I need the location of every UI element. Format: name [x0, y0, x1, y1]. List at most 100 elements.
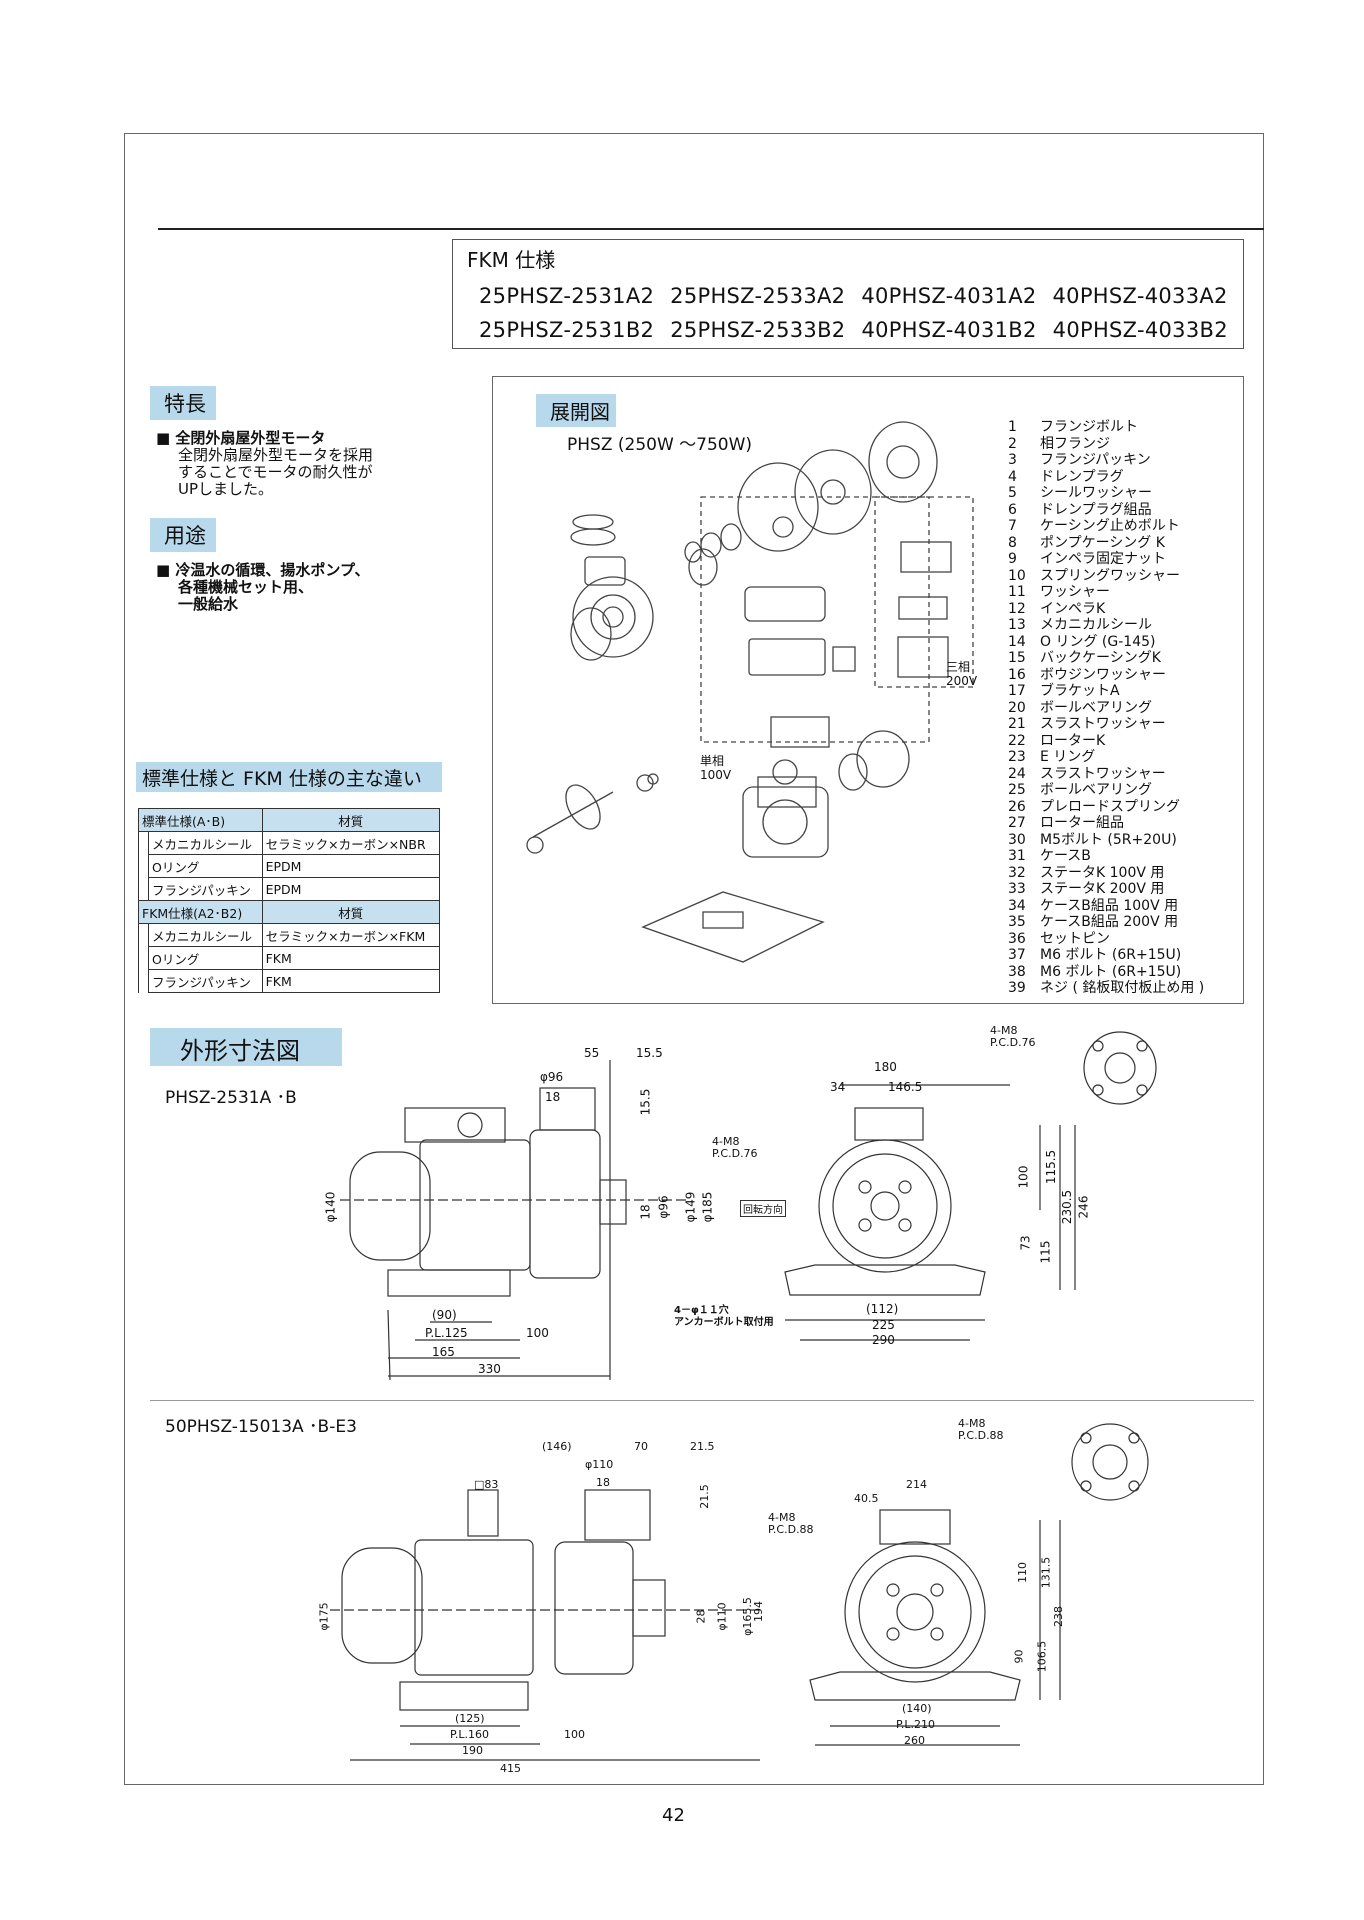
model-code: 25PHSZ-2531B2 — [479, 318, 655, 342]
dim-label: (146) — [542, 1440, 572, 1453]
dim-label: 225 — [872, 1318, 895, 1332]
model-code: 25PHSZ-2533A2 — [670, 284, 846, 308]
dim-label: P.L.160 — [450, 1728, 490, 1741]
dim-label: 146.5 — [888, 1080, 923, 1094]
use-line: 冷温水の循環、揚水ポンプ、 — [175, 561, 370, 579]
dim-label: φ175 — [317, 1602, 331, 1631]
spec-title: FKM 仕様 — [467, 248, 556, 272]
dim-label: 15.5 — [638, 1088, 653, 1116]
dimensions-heading: 外形寸法図 — [150, 1028, 342, 1066]
model-code: 40PHSZ-4033B2 — [1052, 318, 1228, 342]
dim-label: 100 — [526, 1326, 549, 1340]
dim-label: 115.5 — [1044, 1149, 1059, 1185]
part-name: Oリング — [148, 946, 263, 970]
dim-label: 260 — [904, 1734, 925, 1747]
dim-label: φ140 — [323, 1191, 338, 1223]
feature-line: UPしました。 — [178, 480, 274, 498]
part-name: フランジパッキン — [148, 877, 263, 901]
dim-label: (140) — [902, 1702, 932, 1715]
dim-label: (90) — [432, 1308, 457, 1322]
material: FKM — [261, 969, 441, 993]
dim-label: 28 — [694, 1609, 708, 1624]
model-code: 40PHSZ-4033A2 — [1052, 284, 1228, 308]
dim-label: 214 — [906, 1478, 927, 1491]
dim-label: φ96 — [540, 1070, 564, 1084]
exploded-view-drawing — [526, 421, 974, 963]
page-frame — [124, 133, 1264, 1785]
dim-label: 40.5 — [854, 1492, 879, 1505]
dim-label: (125) — [455, 1712, 485, 1725]
dim-label: 18 — [596, 1476, 610, 1489]
model-code: 40PHSZ-4031A2 — [861, 284, 1037, 308]
dim-label: 115 — [1038, 1240, 1053, 1264]
uses-list: ■ 冷温水の循環、揚水ポンプ、 各種機械セット用、 一般給水 — [156, 561, 370, 613]
exploded-view-panel — [492, 376, 1244, 1004]
dim-label: 18 — [638, 1204, 653, 1220]
dim-label: φ110 — [715, 1602, 729, 1631]
use-line: 各種機械セット用、 — [178, 578, 314, 596]
part-name: フランジパッキン — [148, 969, 263, 993]
dim-label: 415 — [500, 1762, 521, 1775]
dim-label: 100 — [564, 1728, 585, 1741]
dim-label: P.L.125 — [425, 1326, 468, 1340]
dim-label: 106.5 — [1035, 1640, 1049, 1673]
dim-label: φ149 — [683, 1191, 698, 1223]
dim-label: 290 — [872, 1333, 895, 1347]
dim-label: 131.5 — [1039, 1556, 1053, 1589]
model2-title: 50PHSZ-15013A ･B-E3 — [165, 1417, 357, 1437]
dim-label: 100 — [1016, 1165, 1031, 1189]
dim-label: 21.5 — [690, 1440, 715, 1453]
material-header: 材質 — [261, 808, 441, 832]
model1-title: PHSZ-2531A ･B — [165, 1088, 297, 1108]
dim-label: 34 — [830, 1080, 846, 1094]
dim-label: 246 — [1076, 1195, 1091, 1219]
top-rule — [158, 228, 1264, 230]
feature-title: 全閉外扇屋外型モータ — [175, 429, 326, 447]
dim-label: □83 — [474, 1478, 499, 1491]
uses-heading: 用途 — [150, 518, 216, 552]
feature-line: することでモータの耐久性が — [178, 463, 373, 481]
dim-label: φ185 — [700, 1191, 715, 1223]
exploded-heading: 展開図 — [536, 394, 616, 427]
material-header: 材質 — [261, 900, 441, 924]
dim-label: 110 — [1016, 1562, 1029, 1583]
material: EPDM — [261, 854, 441, 878]
part-name: Oリング — [148, 854, 263, 878]
